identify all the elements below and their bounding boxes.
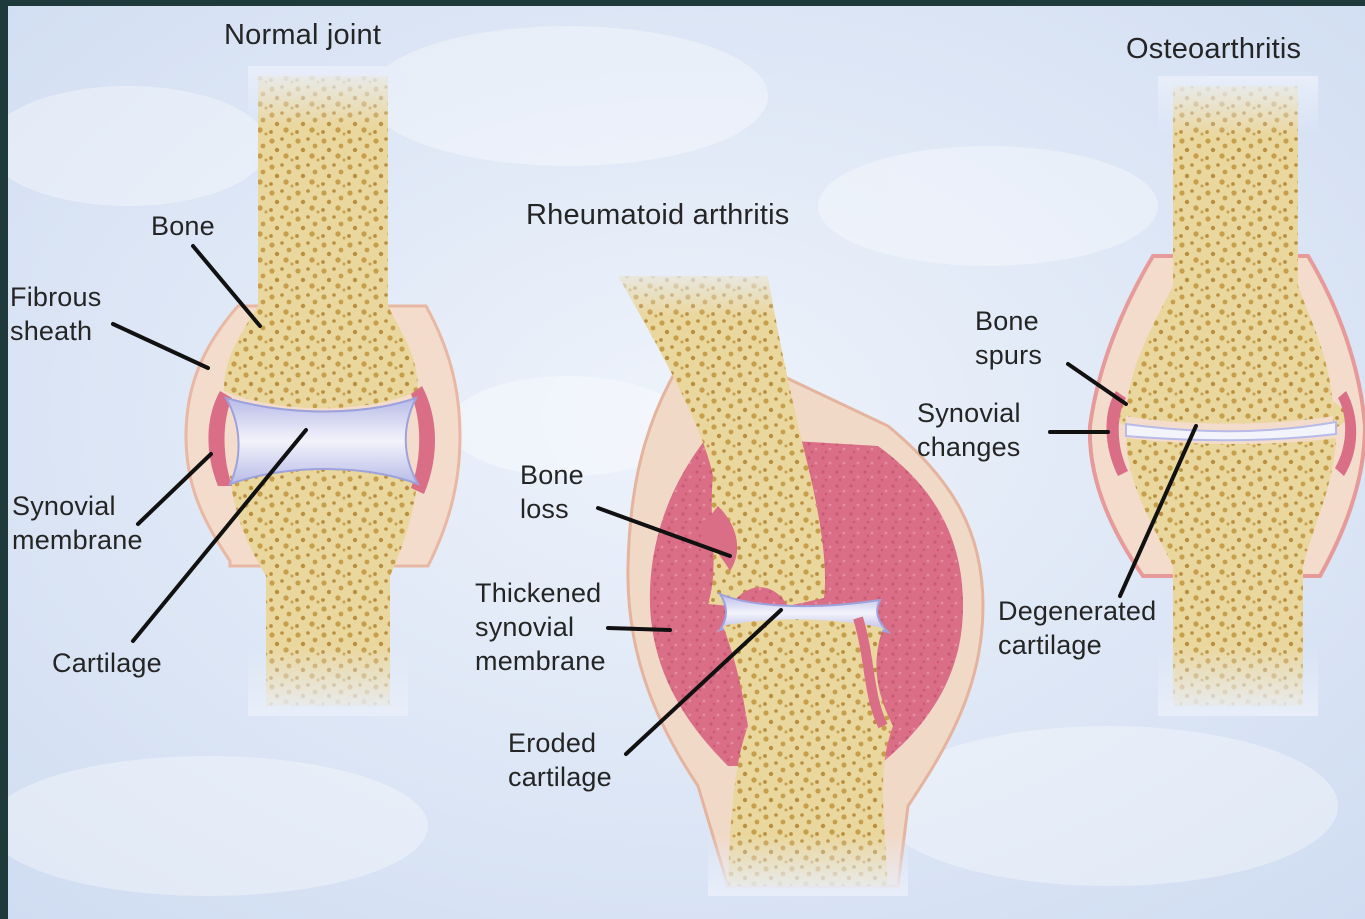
joint-illustration: [8, 6, 1365, 919]
diagram-frame: Normal joint Rheumatoid arthritis Osteoa…: [8, 6, 1365, 919]
title-normal-joint: Normal joint: [224, 18, 381, 52]
label-bone-loss: Bone loss: [520, 458, 584, 526]
label-synovial-changes: Synovial changes: [917, 396, 1021, 464]
label-synovial-membrane: Synovial membrane: [12, 489, 143, 557]
label-degenerated-cartilage: Degenerated cartilage: [998, 594, 1156, 662]
leader-thickened-synovial: [608, 628, 670, 630]
label-fibrous-sheath: Fibrous sheath: [10, 280, 101, 348]
title-osteoarthritis: Osteoarthritis: [1126, 32, 1301, 66]
label-cartilage: Cartilage: [52, 646, 162, 680]
label-thickened-synovial-membrane: Thickened synovial membrane: [475, 576, 606, 678]
label-bone-spurs: Bone spurs: [975, 304, 1042, 372]
label-bone: Bone: [151, 209, 215, 243]
label-eroded-cartilage: Eroded cartilage: [508, 726, 612, 794]
title-rheumatoid-arthritis: Rheumatoid arthritis: [526, 198, 790, 232]
